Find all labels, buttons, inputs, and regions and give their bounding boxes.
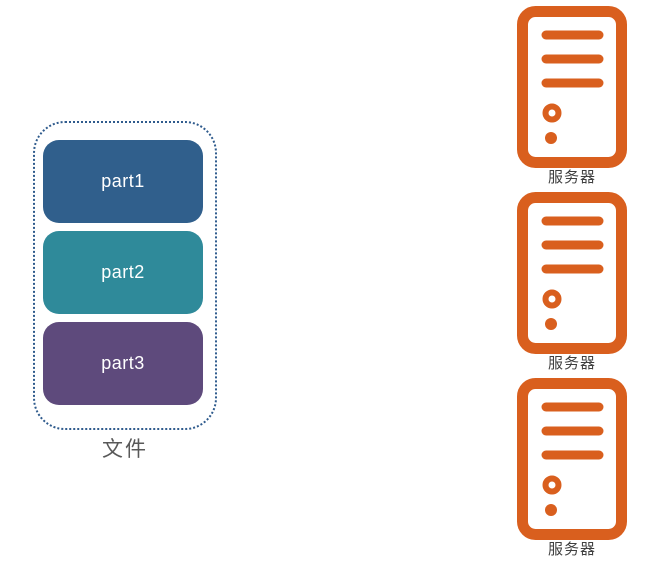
file-part-label: part1	[101, 171, 145, 191]
server-item-1: 服务器	[517, 6, 627, 187]
file-part-1: part1	[43, 140, 203, 223]
file-part-2: part2	[43, 231, 203, 314]
server-icon	[517, 192, 627, 354]
file-part-label: part2	[101, 262, 145, 282]
file-part-3: part3	[43, 322, 203, 405]
server-icon	[517, 378, 627, 540]
server-label: 服务器	[547, 355, 596, 372]
server-icon	[517, 6, 627, 168]
server-item-3: 服务器	[517, 378, 627, 559]
file-group: part1 part2 part3	[33, 121, 217, 430]
server-item-2: 服务器	[517, 192, 627, 373]
server-label: 服务器	[547, 541, 596, 558]
server-label: 服务器	[547, 169, 596, 186]
file-part-label: part3	[101, 353, 145, 373]
file-group-label: 文件	[102, 438, 148, 461]
